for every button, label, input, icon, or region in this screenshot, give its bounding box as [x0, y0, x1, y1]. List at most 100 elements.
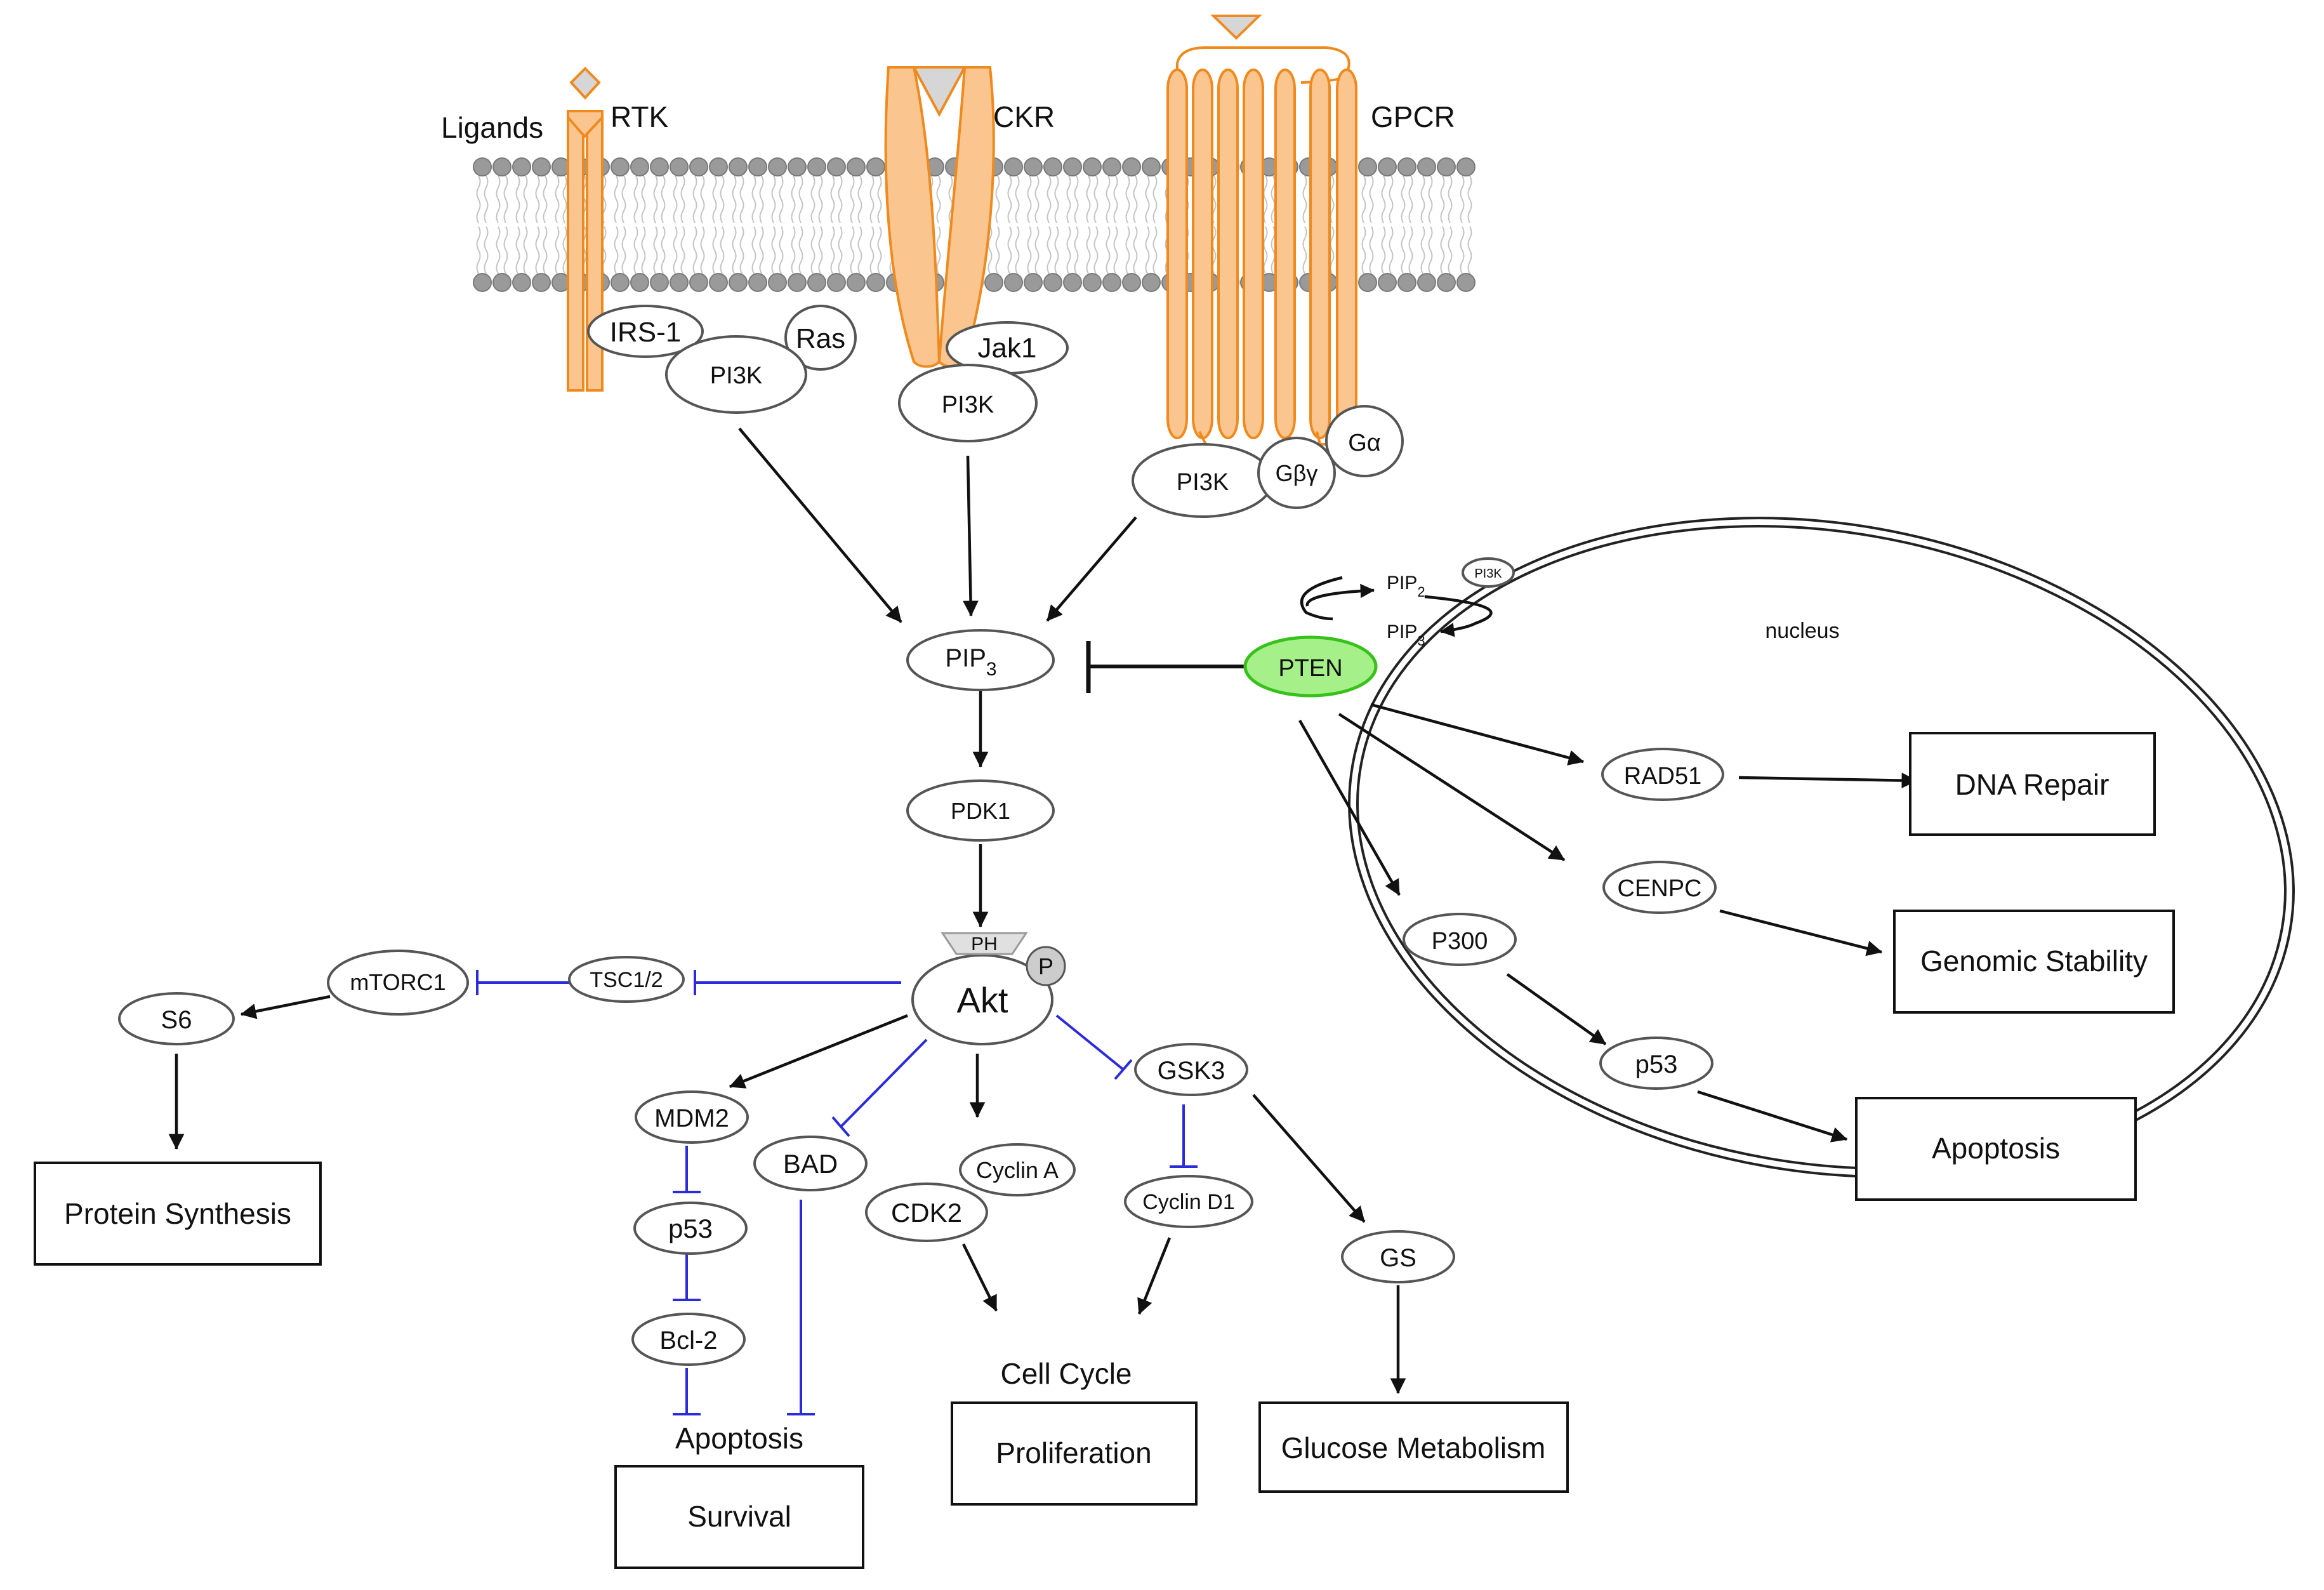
akt-node: Akt PH P — [911, 932, 1066, 1045]
svg-text:P: P — [1038, 953, 1053, 979]
gpcr-ligand-triangle — [1210, 15, 1262, 40]
svg-text:Protein Synthesis: Protein Synthesis — [64, 1197, 291, 1230]
label-gpcr: GPCR — [1371, 100, 1455, 133]
svg-text:Bcl-2: Bcl-2 — [659, 1327, 717, 1355]
svg-text:IRS-1: IRS-1 — [610, 317, 681, 348]
irs1-node: IRS-1 — [587, 305, 704, 358]
gsk3-node: GSK3 — [1134, 1043, 1248, 1096]
bad-node: BAD — [753, 1136, 868, 1191]
rtk-ligand-diamond — [569, 67, 601, 100]
jak1-node: Jak1 — [946, 321, 1069, 374]
svg-text:PI3K: PI3K — [942, 392, 994, 418]
inhibition-lines — [476, 970, 1198, 1415]
pten-inhibits-pip3 — [1086, 641, 1244, 693]
mtorc1-node: mTORC1 — [327, 950, 469, 1016]
p53-nuclear-node: p53 — [1599, 1037, 1713, 1090]
gpcr-receptor — [1166, 15, 1357, 446]
cyclin-d1-node: Cyclin D1 — [1124, 1175, 1253, 1228]
apoptosis-label: Apoptosis — [675, 1422, 803, 1455]
svg-text:PI3K: PI3K — [710, 362, 762, 389]
svg-text:p53: p53 — [1635, 1050, 1678, 1078]
svg-text:mTORC1: mTORC1 — [350, 969, 446, 995]
svg-text:CKR: CKR — [993, 100, 1055, 133]
svg-text:Ras: Ras — [796, 323, 845, 354]
s6-node: S6 — [118, 992, 235, 1045]
g-beta-gamma-node: Gβγ — [1257, 437, 1336, 509]
svg-text:Cyclin A: Cyclin A — [976, 1157, 1059, 1183]
activation-arrows — [168, 427, 1918, 1395]
label-ligands: Ligands — [441, 111, 543, 144]
phosphate-badge: P — [1026, 946, 1066, 986]
svg-text:Cell Cycle: Cell Cycle — [1000, 1357, 1132, 1390]
label-rtk: RTK — [611, 100, 668, 133]
svg-text:Apoptosis: Apoptosis — [675, 1422, 803, 1455]
svg-text:CENPC: CENPC — [1617, 875, 1701, 902]
pten-node: PTEN — [1243, 635, 1378, 698]
svg-text:PDK1: PDK1 — [951, 798, 1010, 824]
ckr-ligand-triangle — [911, 66, 967, 117]
cenpc-node: CENPC — [1602, 861, 1717, 914]
tsc12-node: TSC1/2 — [568, 956, 685, 1003]
gpcr-transmembrane-helices — [1166, 69, 1357, 439]
svg-text:Proliferation: Proliferation — [996, 1436, 1151, 1469]
bcl2-node: Bcl-2 — [631, 1313, 746, 1366]
svg-text:Survival: Survival — [687, 1500, 791, 1533]
label-ckr: CKR — [993, 100, 1055, 133]
p300-node: P300 — [1403, 913, 1517, 966]
svg-text:Gα: Gα — [1348, 430, 1381, 456]
protein-synthesis-box: Protein Synthesis — [34, 1162, 322, 1266]
svg-text:p53: p53 — [668, 1214, 713, 1243]
pip3-small-label: PIP3 — [1387, 621, 1425, 649]
ras-node: Ras — [784, 305, 857, 371]
svg-text:CDK2: CDK2 — [891, 1198, 962, 1228]
svg-text:Cyclin D1: Cyclin D1 — [1142, 1190, 1234, 1214]
pip2-pip3-cycle: PIP2 PIP3 PI3K — [1300, 557, 1515, 649]
pi3k-ckr-node: PI3K — [898, 364, 1038, 442]
svg-text:P300: P300 — [1432, 928, 1488, 955]
svg-text:GSK3: GSK3 — [1158, 1057, 1225, 1085]
rtk-receptor — [567, 67, 604, 392]
svg-text:GS: GS — [1380, 1244, 1416, 1272]
cell-cycle-label: Cell Cycle — [1000, 1357, 1132, 1390]
p53-cytoplasm-node: p53 — [633, 1202, 748, 1255]
svg-text:RAD51: RAD51 — [1624, 763, 1702, 790]
pip2-label: PIP2 — [1387, 573, 1425, 600]
proliferation-box: Proliferation — [951, 1401, 1198, 1506]
svg-text:PTEN: PTEN — [1278, 655, 1342, 682]
svg-text:PH: PH — [971, 934, 998, 955]
svg-text:PIP3: PIP3 — [945, 644, 996, 680]
cyclin-a-node: Cyclin A — [959, 1143, 1076, 1196]
svg-text:GPCR: GPCR — [1371, 100, 1455, 133]
svg-text:BAD: BAD — [783, 1149, 838, 1179]
pip3-node: PIP3 — [906, 629, 1055, 691]
nucleus-compartment: nucleus — [1348, 517, 2295, 1178]
svg-text:PI3K: PI3K — [1474, 567, 1502, 581]
survival-box: Survival — [614, 1465, 864, 1569]
svg-text:TSC1/2: TSC1/2 — [590, 968, 663, 992]
svg-text:Gβγ: Gβγ — [1276, 460, 1318, 486]
svg-text:Akt: Akt — [957, 980, 1008, 1020]
svg-text:Glucose Metabolism: Glucose Metabolism — [1281, 1431, 1546, 1464]
svg-text:Apoptosis: Apoptosis — [1932, 1132, 2060, 1165]
svg-text:PI3K: PI3K — [1177, 469, 1229, 496]
cdk2-node: CDK2 — [865, 1183, 988, 1242]
g-alpha-node: Gα — [1325, 405, 1404, 477]
nucleus-label: nucleus — [1765, 619, 1839, 643]
svg-text:Genomic Stability: Genomic Stability — [1920, 944, 2148, 977]
glucose-metabolism-box: Glucose Metabolism — [1258, 1401, 1569, 1493]
pdk1-node: PDK1 — [906, 779, 1055, 842]
mdm2-node: MDM2 — [635, 1090, 749, 1144]
pi3k-rtk-node: PI3K — [665, 335, 807, 414]
rad51-node: RAD51 — [1601, 748, 1724, 801]
svg-text:DNA Repair: DNA Repair — [1955, 768, 2109, 801]
genomic-stability-box: Genomic Stability — [1893, 910, 2175, 1014]
pi3k-gpcr-node: PI3K — [1132, 443, 1274, 518]
svg-text:S6: S6 — [161, 1006, 192, 1034]
ph-domain: PH — [941, 932, 1028, 955]
svg-text:MDM2: MDM2 — [654, 1104, 729, 1132]
svg-text:RTK: RTK — [611, 100, 668, 133]
apoptosis-nuclear-box: Apoptosis — [1855, 1097, 2137, 1201]
svg-text:Ligands: Ligands — [441, 111, 543, 144]
dna-repair-box: DNA Repair — [1909, 732, 2156, 836]
